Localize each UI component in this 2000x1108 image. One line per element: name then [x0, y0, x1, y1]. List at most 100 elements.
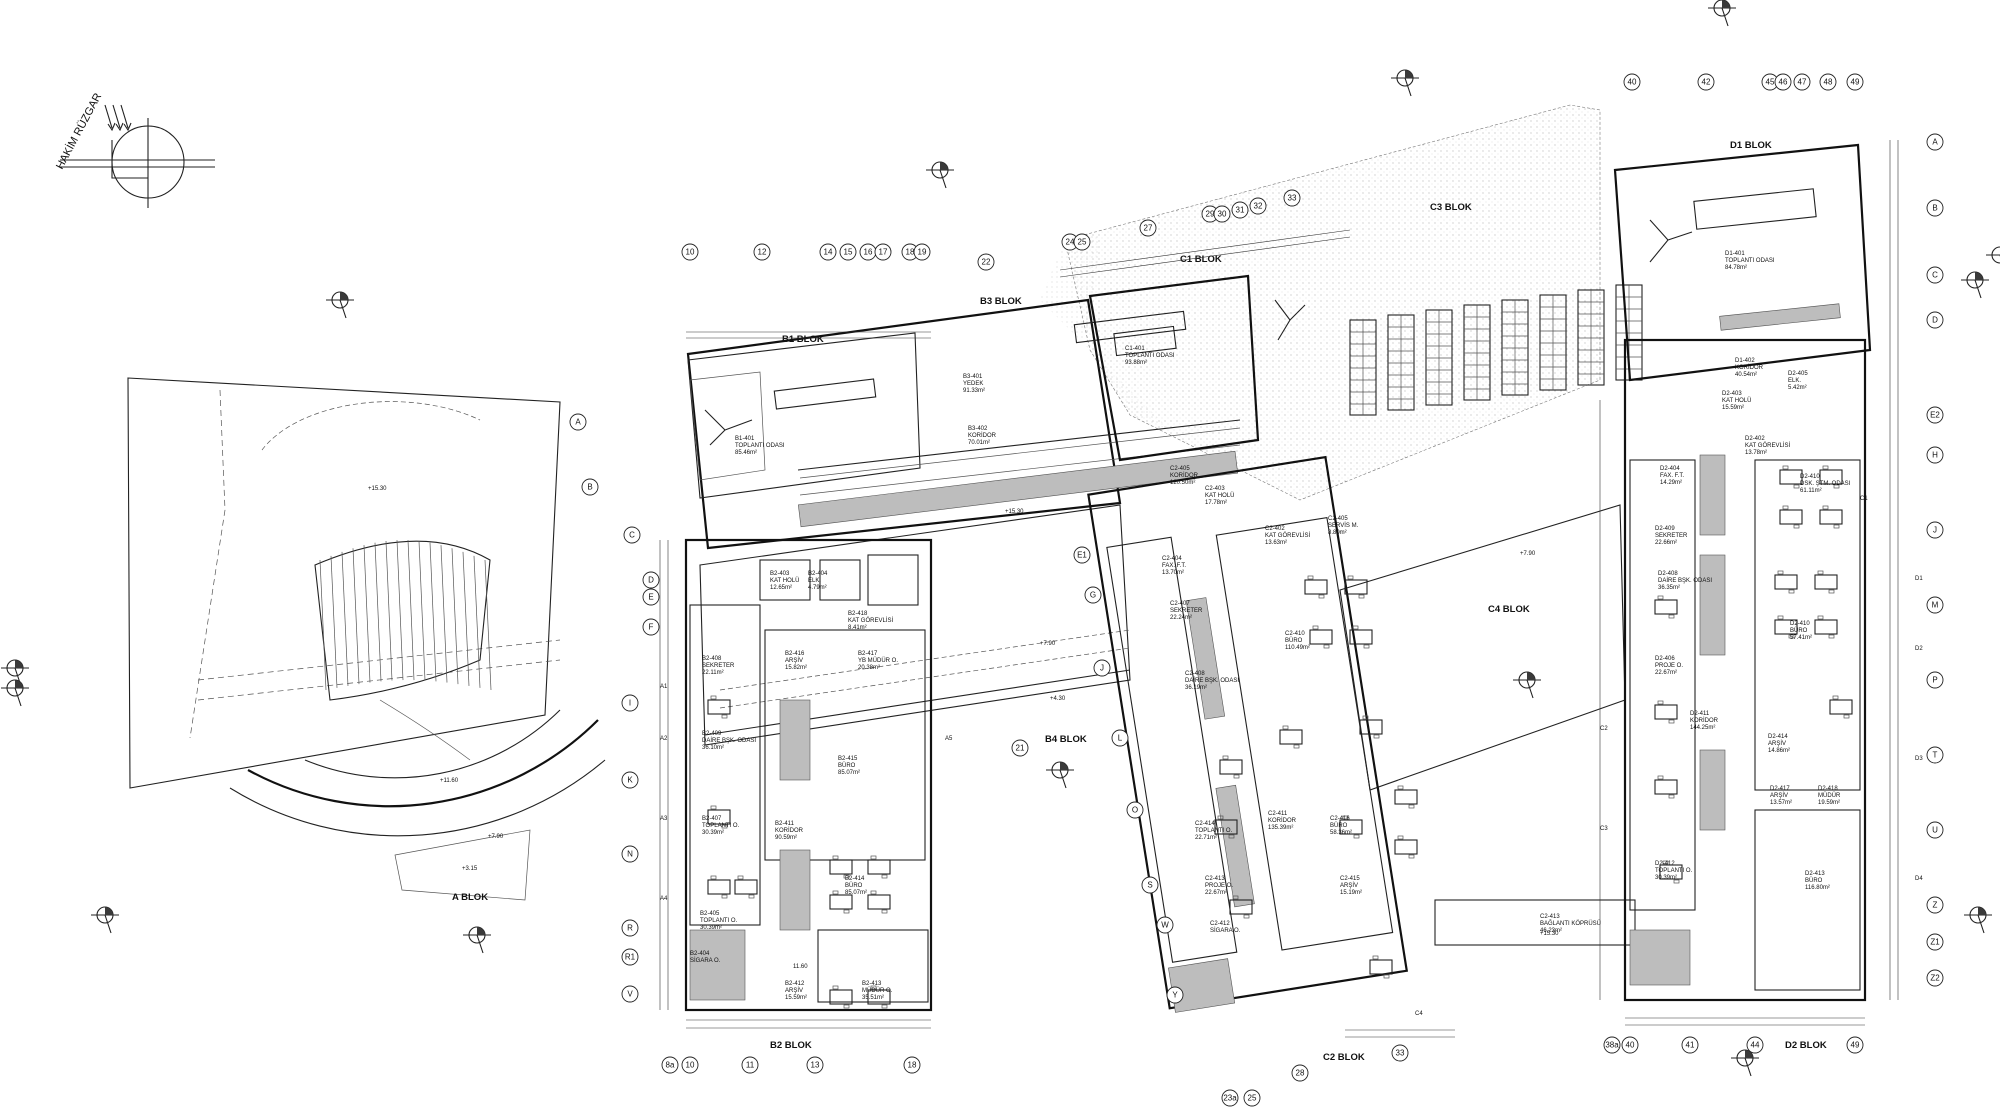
b2-block-label: B2 BLOK	[770, 1040, 812, 1051]
c1-block-label: C1 BLOK	[1180, 254, 1222, 265]
room-code: D2-406	[1655, 656, 1675, 662]
section-marker	[1964, 906, 1992, 934]
svg-text:S: S	[1147, 881, 1152, 890]
grid-bubble-top-18: 18	[901, 243, 919, 261]
desk-cluster	[1219, 755, 1243, 779]
room-name: BÜRO	[1285, 637, 1303, 644]
level-b3: +15.30	[1005, 509, 1024, 515]
grid-bubble-d2-38a: 38a	[1603, 1036, 1621, 1054]
c4-block: C4 BLOK +7.90	[1339, 504, 1626, 791]
b1-b3-blocks: B1 BLOK B3 BLOK +15.30	[686, 296, 1241, 550]
grid-bubble-top-48: 48	[1819, 73, 1837, 91]
desk-cluster	[1369, 955, 1393, 979]
dome-rib	[374, 542, 382, 682]
svg-text:R1: R1	[625, 953, 636, 962]
section-marker	[1961, 271, 1989, 299]
svg-text:41: 41	[1686, 1041, 1695, 1050]
b4-block-label: B4 BLOK	[1045, 734, 1087, 745]
desk-cluster	[867, 985, 891, 1009]
desk-cluster	[1819, 505, 1843, 529]
room-name: BÜRO	[1330, 822, 1348, 829]
svg-text:25: 25	[1078, 238, 1087, 247]
room-code: D2-417	[1770, 786, 1790, 792]
room-name: DAİRE BŞK. ODASI	[702, 737, 756, 744]
room-area: 15.59m²	[1722, 405, 1744, 411]
grid-bubble-c2-23a: 23a	[1221, 1089, 1239, 1107]
grid-bubble-b4-E1: E1	[1073, 546, 1091, 564]
room-name: PROJE O.	[1205, 883, 1233, 889]
desk-clusters	[707, 465, 1853, 1009]
room-area: 57.41m²	[1790, 635, 1812, 641]
desk-cluster	[1309, 625, 1333, 649]
section-marker	[1046, 761, 1074, 789]
grid-bubble-top-40: 40	[1623, 73, 1641, 91]
svg-text:T: T	[1933, 751, 1938, 760]
room-name: KAT HOLÜ	[770, 577, 799, 584]
svg-text:E: E	[648, 593, 653, 602]
room-name: DSK. ŞTM. ODASI	[1800, 481, 1851, 487]
room-name: ARŞİV	[1770, 792, 1788, 799]
room-area: 116.80m²	[1805, 885, 1830, 891]
svg-text:Y: Y	[1172, 991, 1178, 1000]
svg-text:46: 46	[1779, 78, 1788, 87]
axis-a4: A4	[660, 896, 668, 902]
grid-bubble-b2-10: 10	[681, 1056, 699, 1074]
desk-cluster	[1774, 570, 1798, 594]
dome-rib	[385, 540, 393, 681]
grid-bubble-left-R: R	[621, 919, 639, 937]
room-name: TOPLANTI O.	[1655, 868, 1693, 874]
room-code: C2-410	[1285, 631, 1305, 637]
room-area: 61.11m²	[1800, 488, 1822, 494]
svg-text:12: 12	[758, 248, 767, 257]
room-area: 85.07m²	[838, 770, 860, 776]
room-code: C2-413	[1540, 914, 1560, 920]
svg-text:D: D	[1932, 316, 1938, 325]
desk-cluster	[1394, 785, 1418, 809]
svg-text:C: C	[1932, 271, 1938, 280]
room-code: D2-405	[1788, 371, 1808, 377]
grid-bubble-b4-Y: Y	[1166, 986, 1184, 1004]
room-name: SERVİS M.	[1328, 522, 1359, 529]
svg-text:22: 22	[982, 258, 991, 267]
section-marker	[926, 161, 954, 189]
grid-bubble-top-31: 31	[1231, 201, 1249, 219]
room-area: 135.39m²	[1268, 825, 1293, 831]
room-area: 13.57m²	[1770, 800, 1792, 806]
level-c4: +7.90	[1520, 551, 1536, 557]
svg-text:K: K	[627, 776, 633, 785]
svg-text:49: 49	[1851, 1041, 1860, 1050]
room-name: FAX. F.T.	[1660, 473, 1684, 479]
room-name: DAİRE BŞK. ODASI	[1658, 577, 1712, 584]
room-name: KAT HOLÜ	[1205, 492, 1234, 499]
section-marker	[1986, 246, 2000, 264]
room-code: D2-413	[1805, 871, 1825, 877]
svg-text:18: 18	[906, 248, 915, 257]
svg-text:16: 16	[864, 248, 873, 257]
c3-courtyard	[1040, 104, 1601, 501]
room-code: C2-405	[1170, 466, 1190, 472]
wind-label: HAKİM RÜZGAR	[53, 91, 104, 172]
c1-block: C1 BLOK	[1088, 254, 1306, 462]
room-name: KORİDOR	[1268, 817, 1297, 824]
grid-bubble-b4-L: L	[1111, 729, 1129, 747]
grid-bubble-c2-28: 28	[1291, 1064, 1309, 1082]
c3-row	[1539, 294, 1567, 391]
svg-text:28: 28	[1296, 1069, 1305, 1078]
svg-text:A: A	[1932, 138, 1938, 147]
grid-bubble-top-49: 49	[1846, 73, 1864, 91]
section-marker	[326, 291, 354, 319]
room-name: BÜRO	[1805, 877, 1823, 884]
room-code: B2-412	[785, 981, 805, 987]
room-name: TOPLANTI O.	[702, 823, 740, 829]
room-area: 110.49m²	[1285, 645, 1310, 651]
svg-text:A: A	[575, 418, 581, 427]
b1-block-label: B1 BLOK	[782, 334, 824, 345]
room-area: 85.46m²	[735, 450, 757, 456]
